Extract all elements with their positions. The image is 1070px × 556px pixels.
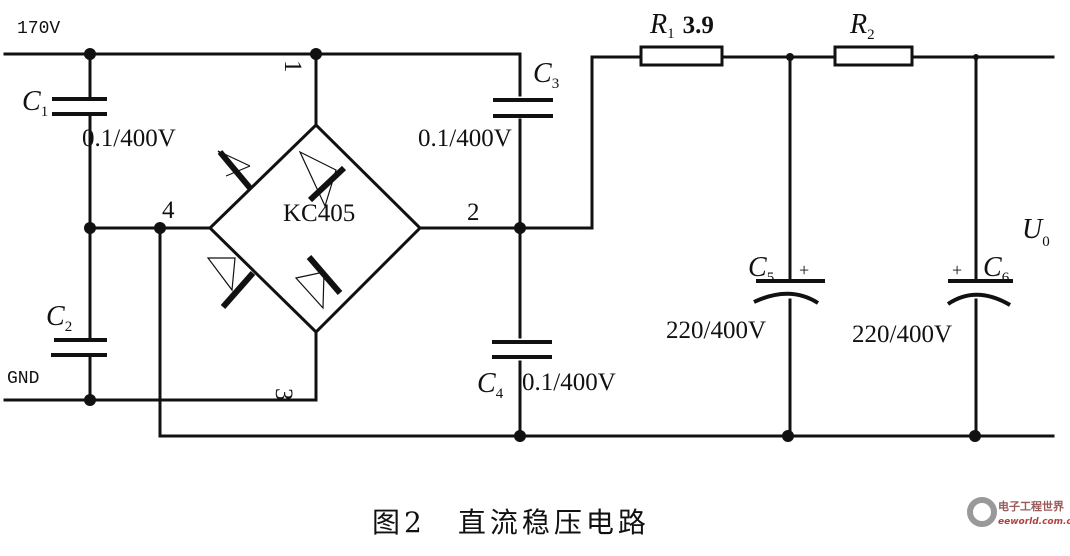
wires [3,52,1055,438]
bridge-diodes [206,150,347,310]
dots [84,48,981,442]
watermark-line2: eeworld.com.cn [998,517,1070,527]
pin-2: 2 [467,199,480,226]
output-label: U0 [1022,214,1050,250]
capacitor-c6 [946,279,1013,307]
watermark-line1: 电子工程世界 [998,499,1064,513]
pin-3: 3 [270,388,297,401]
c1-label: C1 [22,86,48,120]
c4-value: 0.1/400V [522,369,616,396]
supply-label: 170V [17,19,60,39]
c3-value: 0.1/400V [418,125,512,152]
c5-value: 220/400V [666,317,766,344]
capacitor-c1 [52,97,107,116]
capacitor-c4 [492,340,552,359]
pin-4: 4 [162,197,175,224]
c5-polarity: + [799,260,809,280]
capacitor-c5 [753,279,825,305]
c6-label: C6 [983,252,1010,286]
capacitor-c3 [493,98,553,118]
c6-value: 220/400V [852,321,952,348]
r2-label: R2 [849,9,875,43]
c4-label: C4 [477,368,504,402]
c6-polarity: + [952,260,962,280]
c2-label: C2 [46,301,72,335]
watermark-logo: 电子工程世界 eeworld.com.cn [967,497,1070,527]
capacitor-c2 [51,338,107,357]
bridge-name: KC405 [283,200,355,227]
c1-value: 0.1/400V [82,125,176,152]
c3-label: C3 [533,58,559,92]
pin-1: 1 [279,60,306,73]
ground-label: GND [7,369,39,389]
resistor-r1 [639,45,724,67]
resistor-r2 [833,45,914,67]
c5-label: C5 [748,252,774,286]
figure-caption: 图2 直流稳压电路 [372,506,650,539]
